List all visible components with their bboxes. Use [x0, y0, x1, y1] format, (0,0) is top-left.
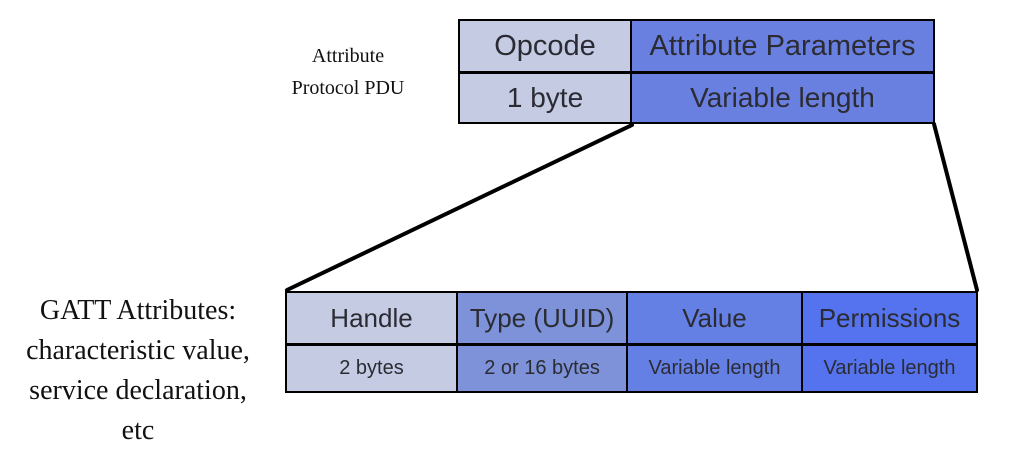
pdu-attribute-parameters-size-cell: Variable length [632, 74, 933, 122]
gatt-type-size-cell: 2 or 16 bytes [458, 346, 628, 391]
pdu-label-line-2: Protocol PDU [291, 77, 405, 99]
gatt-label-line-2: characteristic value, [26, 335, 250, 366]
pdu-attribute-parameters-cell: Attribute Parameters [632, 21, 933, 74]
connector-line-left [285, 123, 634, 292]
gatt-permissions-cell: Permissions [803, 293, 976, 346]
gatt-table: Handle Type (UUID) Value Permissions 2 b… [285, 291, 978, 393]
gatt-label-line-1: GATT Attributes: [39, 295, 237, 326]
pdu-opcode-size-cell: 1 byte [460, 74, 632, 122]
pdu-opcode-cell: Opcode [460, 21, 632, 74]
gatt-value-cell: Value [628, 293, 803, 346]
gatt-label-line-3: service declaration, [29, 375, 247, 406]
gatt-label-line-4: etc [121, 415, 155, 446]
gatt-label: GATT Attributes: characteristic value, s… [0, 291, 276, 451]
gatt-value-size-cell: Variable length [628, 346, 803, 391]
gatt-permissions-size-cell: Variable length [803, 346, 976, 391]
pdu-label-line-1: Attribute [311, 45, 385, 67]
connector-line-right [932, 122, 979, 292]
gatt-handle-cell: Handle [287, 293, 458, 346]
pdu-table: Opcode Attribute Parameters 1 byte Varia… [458, 19, 935, 124]
gatt-handle-size-cell: 2 bytes [287, 346, 458, 391]
gatt-type-cell: Type (UUID) [458, 293, 628, 346]
pdu-label: Attribute Protocol PDU [248, 40, 448, 104]
